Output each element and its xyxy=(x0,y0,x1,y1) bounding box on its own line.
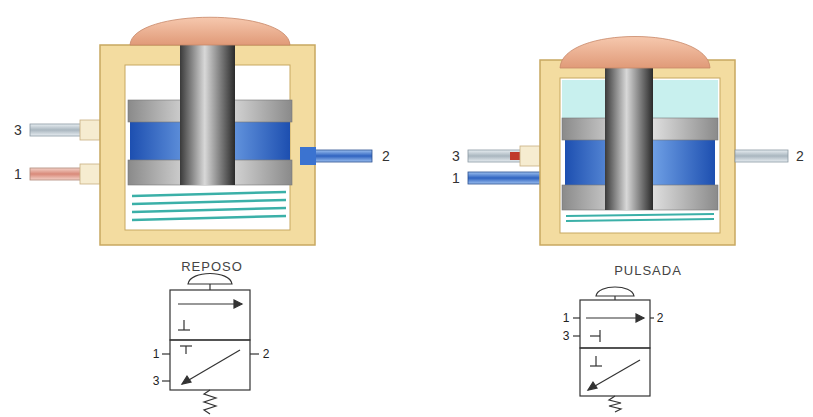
port-number: 1 xyxy=(14,167,22,181)
valve-at-rest xyxy=(30,17,372,245)
symbol-port-number: 2 xyxy=(263,348,270,360)
state-caption: REPOSO xyxy=(181,260,243,273)
symbol-port-number: 3 xyxy=(153,375,160,387)
symbol-port-number: 1 xyxy=(563,312,570,324)
valve-symbol-pressed xyxy=(573,287,654,412)
symbol-port-number: 1 xyxy=(153,348,160,360)
valve-pressed xyxy=(468,37,788,246)
port-number: 2 xyxy=(382,149,390,163)
symbol-port-number: 2 xyxy=(657,312,664,324)
valve-symbol-rest xyxy=(162,274,259,415)
port-number: 2 xyxy=(796,149,804,163)
symbol-port-number: 3 xyxy=(563,330,570,342)
port-number: 3 xyxy=(14,123,22,137)
port-number: 3 xyxy=(452,149,460,163)
port-number: 1 xyxy=(452,171,460,185)
state-caption: PULSADA xyxy=(614,264,682,277)
